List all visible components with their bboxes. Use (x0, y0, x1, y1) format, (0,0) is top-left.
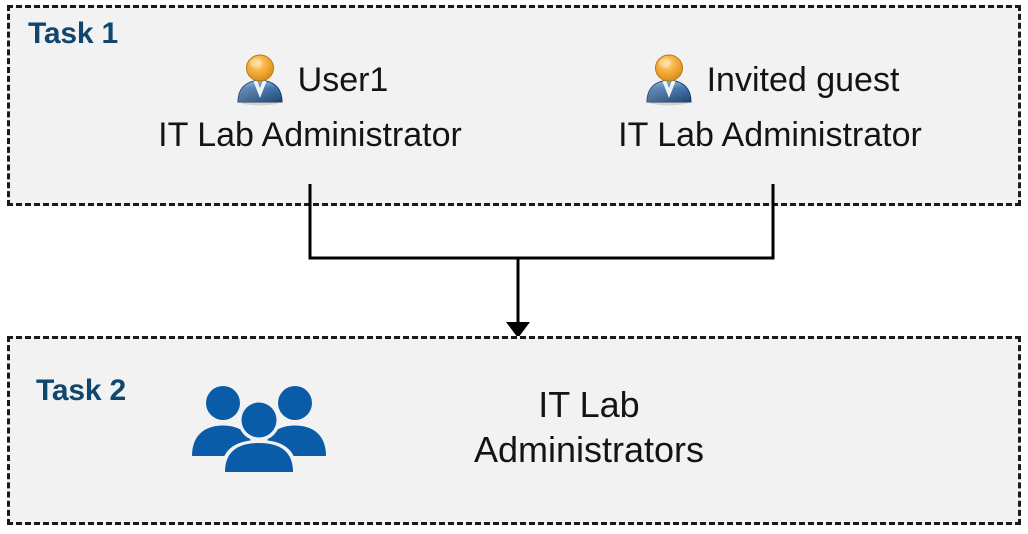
entity-invited-guest-name: Invited guest (706, 61, 900, 99)
entity-user1-role: IT Lab Administrator (158, 116, 462, 154)
entity-invited-guest: Invited guest IT Lab Administrator (580, 52, 960, 157)
task-2-box (7, 336, 1021, 525)
entity-group-name: IT Lab Administrators (473, 384, 705, 470)
entity-invited-guest-header: Invited guest (580, 52, 960, 108)
entity-user1: User1 IT Lab Administrator (120, 52, 500, 157)
entity-it-lab-administrators: IT Lab Administrators (190, 380, 790, 474)
task-2-label: Task 2 (36, 374, 126, 407)
single-user-icon (232, 52, 288, 108)
task-1-box (7, 5, 1021, 206)
task-1-label: Task 1 (28, 17, 118, 50)
user-group-icon (190, 380, 328, 474)
single-user-icon (641, 52, 697, 108)
entity-invited-guest-role: IT Lab Administrator (618, 116, 922, 154)
entity-user1-header: User1 (120, 52, 500, 108)
entity-user1-name: User1 (297, 61, 389, 99)
